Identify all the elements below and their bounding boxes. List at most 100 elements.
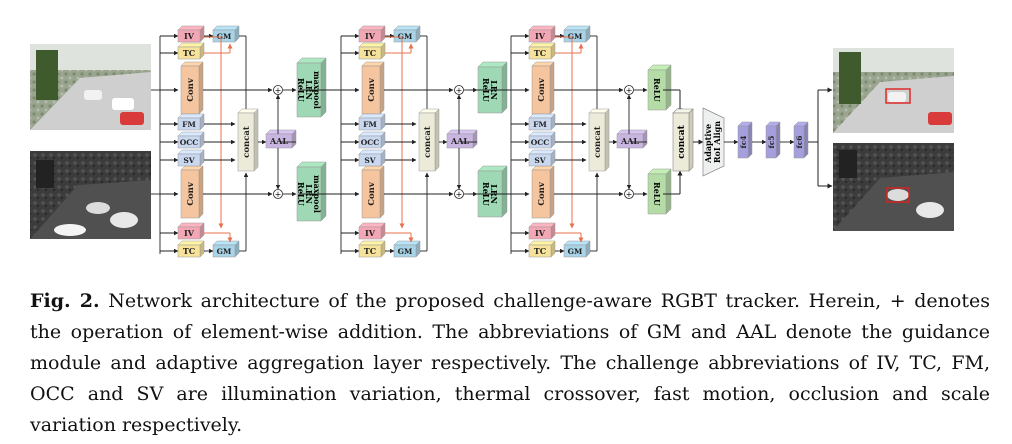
shared-challenge-sv-label: SV [364,156,375,165]
post-ops-bottom: maxpoolLRNReLU [296,161,327,222]
rgb-challenge-iv-label: IV [184,31,195,41]
addition-bottom: + [454,189,464,199]
tir-challenge-tc: TC [177,240,205,258]
shared-challenge-sv: SV [358,149,386,167]
rgb-challenge-tc-label: TC [183,48,195,58]
addition-bottom-symbol: + [275,190,282,199]
guidance-module-top: GM [393,25,421,43]
tir-challenge-iv-label: IV [184,228,195,238]
challenge-concat-label: concat [242,126,252,158]
tir-challenge-iv-label: IV [365,228,376,238]
tir-challenge-tc-label: TC [534,246,546,256]
rgb-output-image [833,48,954,133]
conv-bottom: Conv [361,165,385,219]
post-ops-top: maxpoolLRNReLU [296,57,327,118]
addition-top-symbol: + [275,86,282,95]
conv-bottom: Conv [180,165,204,219]
adaptive-aggregation-layer-label: AAL [620,136,639,146]
tir-challenge-tc-label: TC [364,246,376,256]
rgb-input-image [30,44,151,130]
guidance-module-bottom-label: GM [217,247,232,256]
addition-bottom-symbol: + [456,190,463,199]
addition-bottom-symbol: + [626,190,633,199]
final-concat: concat [663,89,694,195]
rgb-challenge-tc: TC [358,42,386,60]
challenge-concat-label: concat [593,126,603,158]
challenge-concat-label: concat [423,126,433,158]
guidance-module-top-label: GM [398,32,413,41]
rgb-challenge-tc: TC [528,42,556,60]
rgb-challenge-tc: TC [177,42,205,60]
post-op-label: ReLU [652,78,662,102]
fc-layer-fc4-label: fc4 [739,135,748,148]
svg-text:Adaptive RoI Align: Adaptive RoI Align [703,121,722,164]
adaptive-roi-align: Adaptive RoI Align [702,107,725,177]
tir-challenge-iv: IV [358,222,386,240]
shared-challenge-fm: FM [358,113,386,131]
addition-top: + [624,85,634,95]
guidance-module-bottom-label: GM [568,247,583,256]
tir-challenge-tc: TC [358,240,386,258]
rgb-challenge-tc-label: TC [364,48,376,58]
shared-challenge-occ: OCC [528,131,556,149]
final-concat-label: concat [677,124,687,158]
adaptive-aggregation-layer: AAL [616,129,648,149]
rgb-challenge-iv-label: IV [535,31,546,41]
roi-align-line-2: RoI Align [712,121,722,163]
adaptive-aggregation-layer: AAL [446,129,478,149]
fc-layer-fc5-label: fc5 [767,135,776,148]
challenge-concat: concat [588,108,610,172]
guidance-module-top-label: GM [217,32,232,41]
caption-text: Network architecture of the proposed cha… [30,290,990,436]
shared-challenge-sv: SV [177,149,205,167]
post-ops-top: LRNReLU [477,61,508,114]
tracking-box [885,88,911,104]
conv-top-label: Conv [186,77,196,102]
guidance-module-bottom-label: GM [398,247,413,256]
shared-challenge-occ: OCC [358,131,386,149]
conv-top: Conv [180,61,204,115]
guidance-module-top: GM [212,25,240,43]
post-op-label: ReLU [652,182,662,206]
challenge-concat: concat [418,108,440,172]
rgb-challenge-iv-label: IV [365,31,376,41]
tir-challenge-iv: IV [177,222,205,240]
shared-challenge-occ-label: OCC [361,138,380,147]
post-ops-top: ReLU [647,64,672,111]
thermal-output-image [833,143,954,231]
caption-label: Fig. 2. [30,290,100,312]
shared-challenge-occ-label: OCC [180,138,199,147]
tracking-box [886,187,910,203]
thermal-input-image [30,151,151,239]
shared-challenge-fm-label: FM [363,120,377,129]
addition-top-symbol: + [626,86,633,95]
tir-challenge-tc-label: TC [183,246,195,256]
shared-challenge-sv: SV [528,149,556,167]
roi-align-line-1: Adaptive [703,124,713,164]
figure-caption: Fig. 2. Network architecture of the prop… [30,286,990,441]
conv-bottom: Conv [531,165,555,219]
conv-bottom-label: Conv [367,181,377,206]
conv-bottom-label: Conv [186,181,196,206]
guidance-module-top-label: GM [568,32,583,41]
conv-top-label: Conv [367,77,377,102]
adaptive-aggregation-layer-label: AAL [269,136,288,146]
shared-challenge-occ: OCC [177,131,205,149]
rgb-challenge-iv: IV [177,25,205,43]
fc-layer-fc4: fc4 [737,121,753,159]
guidance-module-top: GM [563,25,591,43]
shared-challenge-occ-label: OCC [531,138,550,147]
challenge-concat: concat [237,108,259,172]
guidance-module-bottom: GM [393,240,421,258]
conv-top: Conv [531,61,555,115]
addition-top-symbol: + [456,86,463,95]
addition-bottom: + [273,189,283,199]
addition-top: + [273,85,283,95]
rgb-challenge-tc-label: TC [534,48,546,58]
post-ops-bottom: ReLU [647,168,672,215]
